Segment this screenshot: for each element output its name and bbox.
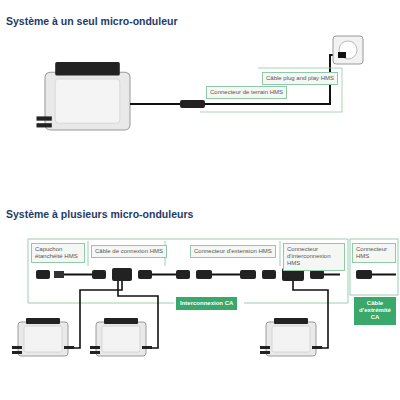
callout-text: Interconnexion CA (180, 300, 233, 307)
microinverter (37, 62, 131, 130)
callout-frame (200, 68, 342, 112)
callout-text: Capuchon étanchéité HMS (35, 246, 81, 260)
callout-text: Connecteur de terrain HMS (210, 89, 283, 96)
callout-text: Câble plug and play HMS (266, 75, 334, 82)
tag-box: Câble d'extrémité CA (354, 297, 396, 325)
microinverter (12, 318, 322, 356)
heading: Système à un seul micro-onduleur (6, 15, 178, 27)
callout-box: Connecteur de terrain HMS (206, 86, 287, 99)
callout-box: Connecteur d'interconnexion HMS (283, 243, 345, 271)
ac-cable (130, 55, 340, 104)
callout-text: Câble d'extrémité CA (358, 300, 392, 322)
callout-text: Câble de connexion HMS (95, 248, 163, 255)
callout-box: Connecteur HMS (352, 243, 396, 263)
callout-box: Capuchon étanchéité HMS (31, 243, 85, 263)
group-frame (28, 239, 398, 303)
callout-text: Connecteur d'interconnexion HMS (287, 246, 341, 268)
tag-box: Interconnexion CA (176, 297, 237, 310)
callout-text: Connecteur HMS (356, 246, 392, 260)
callout-box: Câble plug and play HMS (262, 72, 338, 85)
wall-socket (333, 36, 363, 64)
heading: Système à plusieurs micro-onduleurs (6, 208, 193, 220)
callout-box: Connecteur d'extension HMS (190, 245, 276, 258)
callout-box: Câble de connexion HMS (91, 245, 167, 258)
field-connector (180, 100, 205, 108)
callout-text: Connecteur d'extension HMS (194, 248, 272, 255)
